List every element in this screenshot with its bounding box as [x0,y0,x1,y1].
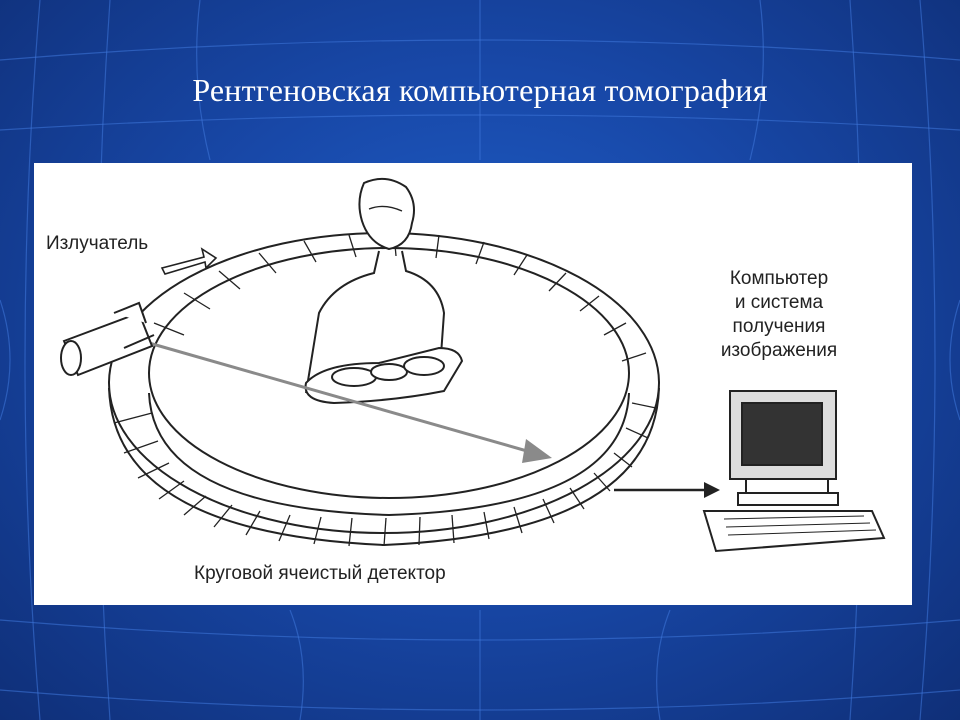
data-arrow [614,482,720,498]
patient-table [304,346,464,405]
detector-label: Круговой ячеистый детектор [194,563,446,584]
rotation-arrow [160,247,218,275]
ct-diagram [60,177,886,553]
ct-diagram-panel: Излучатель Компьютер и система получения… [34,163,912,605]
xray-beam [148,341,552,463]
xray-emitter [60,301,155,377]
slide-title: Рентгеновская компьютерная томография [192,72,768,108]
emitter-label: Излучатель [46,233,149,254]
patient-figure [305,177,446,394]
computer-label: Компьютер и система получения изображени… [720,268,838,361]
computer-icon [702,390,886,553]
